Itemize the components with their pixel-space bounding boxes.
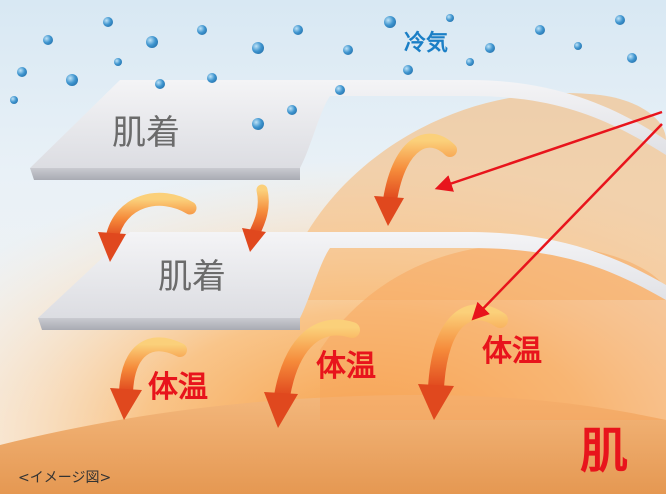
body-heat-label-3: 体温 [482, 334, 542, 369]
cold-droplet-icon [155, 79, 165, 89]
cold-droplet-icon [485, 43, 495, 53]
heat-arrow-icon [110, 388, 142, 420]
cold-droplet-icon [615, 15, 625, 25]
cold-droplet-icon [466, 58, 474, 66]
pointer-arrow-icon [471, 123, 663, 321]
cold-droplets [10, 14, 637, 130]
cold-droplet-icon [146, 36, 158, 48]
heat-arrow-icon [383, 133, 457, 207]
heat-arrow-icon [274, 319, 360, 404]
cold-droplet-icon [252, 42, 264, 54]
cold-droplet-icon [293, 25, 303, 35]
cold-droplet-icon [446, 14, 454, 22]
image-caption: <イメージ図> [18, 470, 112, 486]
heat-arrow-icon [98, 232, 126, 262]
cold-droplet-icon [335, 85, 345, 95]
cold-droplet-icon [535, 25, 545, 35]
pointer-arrow-icon [434, 110, 663, 192]
pointer-lines [434, 110, 663, 321]
heat-arrow-icon [105, 192, 197, 245]
cold-droplet-icon [114, 58, 122, 66]
underwear-layer-upper [30, 80, 666, 180]
heat-arrow-icon [428, 304, 508, 396]
cold-droplet-icon [103, 17, 113, 27]
heat-arrow-icon [374, 196, 404, 226]
heat-arrow-icon [418, 384, 454, 420]
heat-arrows [98, 133, 508, 428]
body-heat-label-1: 体温 [148, 370, 208, 405]
heat-bulge-lower [320, 244, 666, 420]
underwear-label-inner: 肌着 [158, 257, 226, 297]
body-heat-label-2: 体温 [316, 349, 376, 384]
underwear-layer-lower [38, 232, 666, 330]
cold-droplet-icon [66, 74, 78, 86]
cold-droplet-icon [252, 118, 264, 130]
cold-droplet-icon [197, 25, 207, 35]
skin-label: 肌 [580, 423, 629, 479]
cold-droplet-icon [10, 96, 18, 104]
cold-droplet-icon [574, 42, 582, 50]
cold-air-label: 冷気 [404, 31, 449, 56]
underwear-label-outer: 肌着 [112, 113, 180, 153]
cold-droplet-icon [627, 53, 637, 63]
cold-droplet-icon [287, 105, 297, 115]
heat-arrow-icon [264, 392, 298, 428]
cold-droplet-icon [384, 16, 396, 28]
cold-droplet-icon [43, 35, 53, 45]
heat-arrow-icon [242, 228, 266, 252]
cold-droplet-icon [17, 67, 27, 77]
cold-droplet-icon [207, 73, 217, 83]
cold-droplet-icon [403, 65, 413, 75]
heat-arrow-icon [119, 337, 187, 399]
cold-droplet-icon [343, 45, 353, 55]
